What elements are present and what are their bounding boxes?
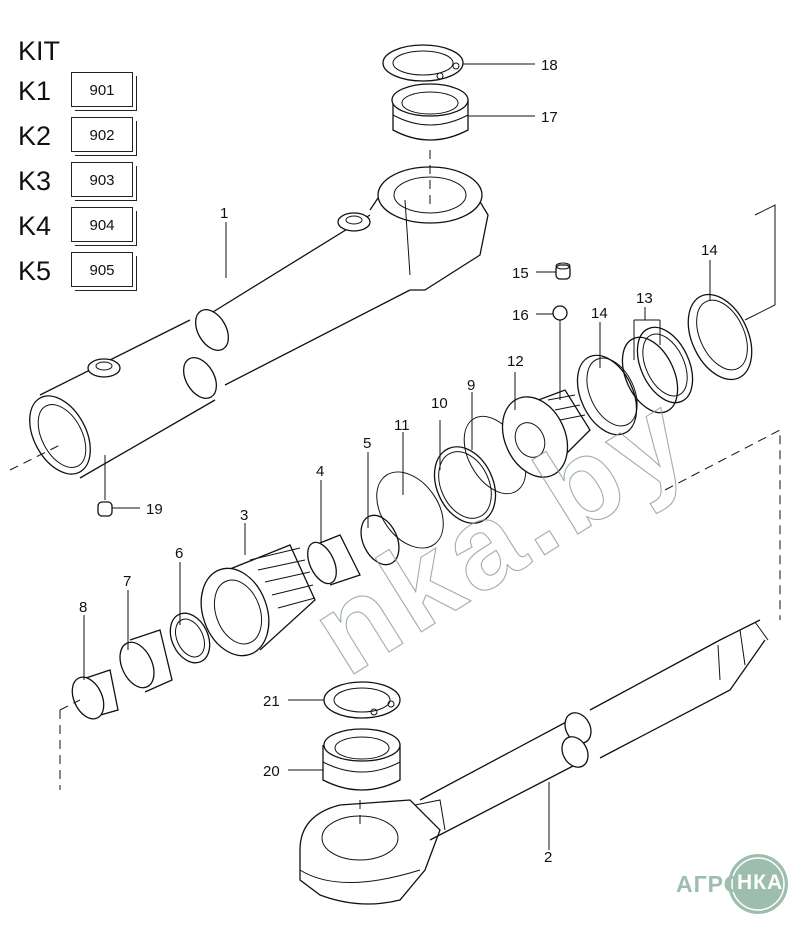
kit-title: KIT — [18, 36, 61, 66]
callout-18: 18 — [541, 57, 558, 74]
kit-part-box: 901 — [71, 72, 133, 107]
bushing-20 — [322, 728, 401, 791]
gland-3 — [200, 544, 316, 657]
callout-13: 13 — [636, 290, 653, 307]
seal-10 — [433, 446, 497, 524]
callout-4: 4 — [316, 463, 324, 480]
callout-10: 10 — [431, 395, 448, 412]
callout-20: 20 — [263, 763, 280, 780]
circlip-18 — [382, 44, 464, 82]
callout-3: 3 — [240, 507, 248, 524]
plug-19 — [97, 455, 113, 517]
kit-label: K2 — [18, 121, 52, 151]
callout-19: 19 — [146, 501, 163, 518]
callout-1: 1 — [220, 205, 228, 222]
logo-circle — [728, 854, 788, 914]
kit-label: K1 — [18, 76, 52, 106]
logo-text-left: АГРО — [676, 871, 743, 897]
agro-nka-logo — [728, 854, 788, 914]
cylinder-barrel — [9, 150, 489, 479]
bushing-17 — [391, 83, 469, 141]
ring-6 — [169, 612, 211, 664]
kit-part-box: 902 — [71, 117, 133, 152]
callout-6: 6 — [175, 545, 183, 562]
ring-11 — [376, 471, 444, 549]
logo-ring — [731, 857, 785, 911]
callout-16: 16 — [512, 307, 529, 324]
kit-label: K5 — [18, 256, 52, 286]
assembly-line — [664, 429, 781, 620]
kit-label: K3 — [18, 166, 52, 196]
kit-part-box: 905 — [71, 252, 133, 287]
ball-16 — [552, 305, 568, 400]
wear-ring-14 — [576, 354, 638, 436]
ring-5 — [360, 514, 400, 566]
wear-ring-14-outer — [687, 204, 776, 381]
callout-14: 14 — [701, 242, 718, 259]
callout-8: 8 — [79, 599, 87, 616]
bushing-7 — [119, 629, 173, 693]
callout-9: 9 — [467, 377, 475, 394]
kit-part-box: 904 — [71, 207, 133, 242]
bushing-4 — [307, 534, 361, 586]
callout-11: 11 — [394, 417, 410, 434]
watermark: nka.by — [290, 366, 714, 700]
callout-17: 17 — [541, 109, 558, 126]
plug-15 — [555, 262, 571, 280]
callout-15: 15 — [512, 265, 529, 282]
logo-text-right: НКА — [737, 871, 784, 894]
callout-7: 7 — [123, 573, 131, 590]
callout-21: 21 — [263, 693, 280, 710]
callout-leaders — [83, 63, 711, 850]
kit-part-box: 903 — [71, 162, 133, 197]
callout-5: 5 — [363, 435, 371, 452]
kit-label: K4 — [18, 211, 52, 241]
seal-set-13 — [621, 326, 694, 414]
callout-14: 14 — [591, 305, 608, 322]
callout-12: 12 — [507, 353, 524, 370]
callout-2: 2 — [544, 849, 552, 866]
piston-12 — [501, 389, 591, 478]
wiper-8 — [59, 669, 119, 790]
piston-rod — [299, 619, 769, 905]
